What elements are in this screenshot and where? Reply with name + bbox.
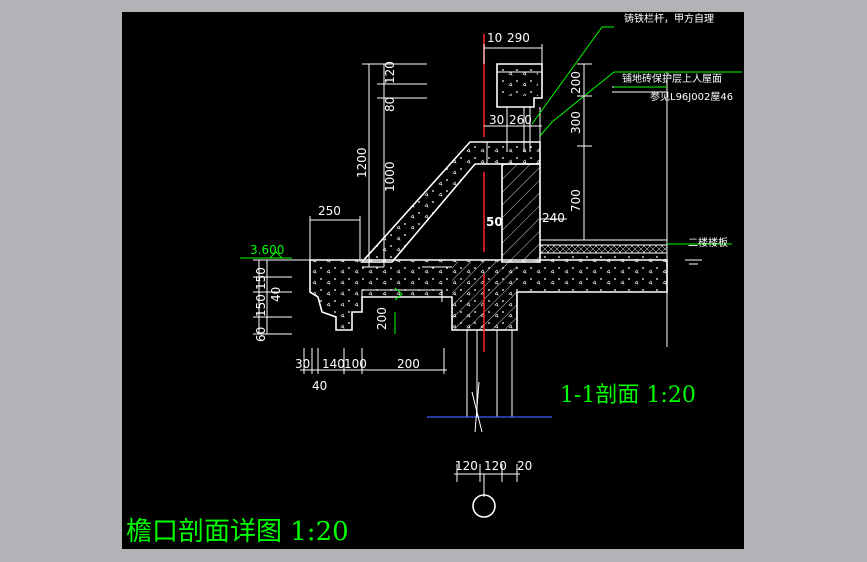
section-drawing: 10 290 30 260 200 300 700 120 80 1000 12…	[126, 12, 742, 547]
dimension-lines	[240, 44, 702, 497]
wall-block	[501, 163, 541, 263]
dim-v-700: 700	[569, 189, 583, 212]
dim-b-100: 100	[344, 357, 367, 371]
dim-top-290: 290	[507, 31, 530, 45]
eave-slab	[309, 259, 668, 331]
dim-250: 250	[318, 204, 341, 218]
dimension-text: 10 290 30 260 200 300 700 120 80 1000 12…	[254, 31, 583, 473]
dim-f-120b: 120	[484, 459, 507, 473]
lower-wall	[427, 330, 552, 433]
dim-top-10: 10	[487, 31, 502, 45]
drawing-canvas[interactable]: 10 290 30 260 200 300 700 120 80 1000 12…	[122, 12, 744, 549]
note-railing: 铸铁栏杆，甲方自理	[624, 12, 714, 25]
dim-l-40: 40	[269, 287, 283, 302]
dim-b-140: 140	[322, 357, 345, 371]
roof-layers	[540, 239, 667, 260]
axis-bubble	[472, 494, 496, 518]
leaders	[394, 26, 742, 334]
note-slab: 二楼楼板	[688, 236, 728, 249]
drawing-title: 檐口剖面详图 1:20	[126, 517, 349, 547]
dim-v-300: 300	[569, 111, 583, 134]
railing	[506, 107, 541, 152]
section-label: 1-1剖面 1:20	[560, 383, 696, 408]
note-roof: 铺地砖保护层上人屋面	[622, 72, 722, 85]
dim-l-60: 60	[254, 327, 268, 342]
dim-f-120a: 120	[455, 459, 478, 473]
dim-v-200: 200	[569, 71, 583, 94]
dim-b-30: 30	[295, 357, 310, 371]
dim-50: 50	[486, 215, 503, 229]
dim-v-120: 120	[383, 61, 397, 84]
elevation-label: 3.600	[250, 243, 284, 257]
parapet-cap	[496, 63, 543, 108]
dim-mid-260: 260	[509, 113, 532, 127]
dim-v-1200: 1200	[355, 147, 369, 178]
note-roof-ref: 参见L96J002屋46	[650, 90, 733, 103]
dim-f-20: 20	[517, 459, 532, 473]
dim-v-1000: 1000	[383, 161, 397, 192]
dim-b-40: 40	[312, 379, 327, 393]
dim-b-200: 200	[397, 357, 420, 371]
dim-240: 240	[542, 211, 565, 225]
notes: 铸铁栏杆，甲方自理 铺地砖保护层上人屋面 参见L96J002屋46 二楼楼板	[622, 12, 733, 249]
dim-box-200: 200	[375, 307, 389, 330]
dim-v-80: 80	[383, 97, 397, 112]
dim-l-150b: 150	[254, 294, 268, 317]
right-frame	[522, 72, 668, 347]
dim-l-150a: 150	[254, 267, 268, 290]
dim-mid-30: 30	[489, 113, 504, 127]
